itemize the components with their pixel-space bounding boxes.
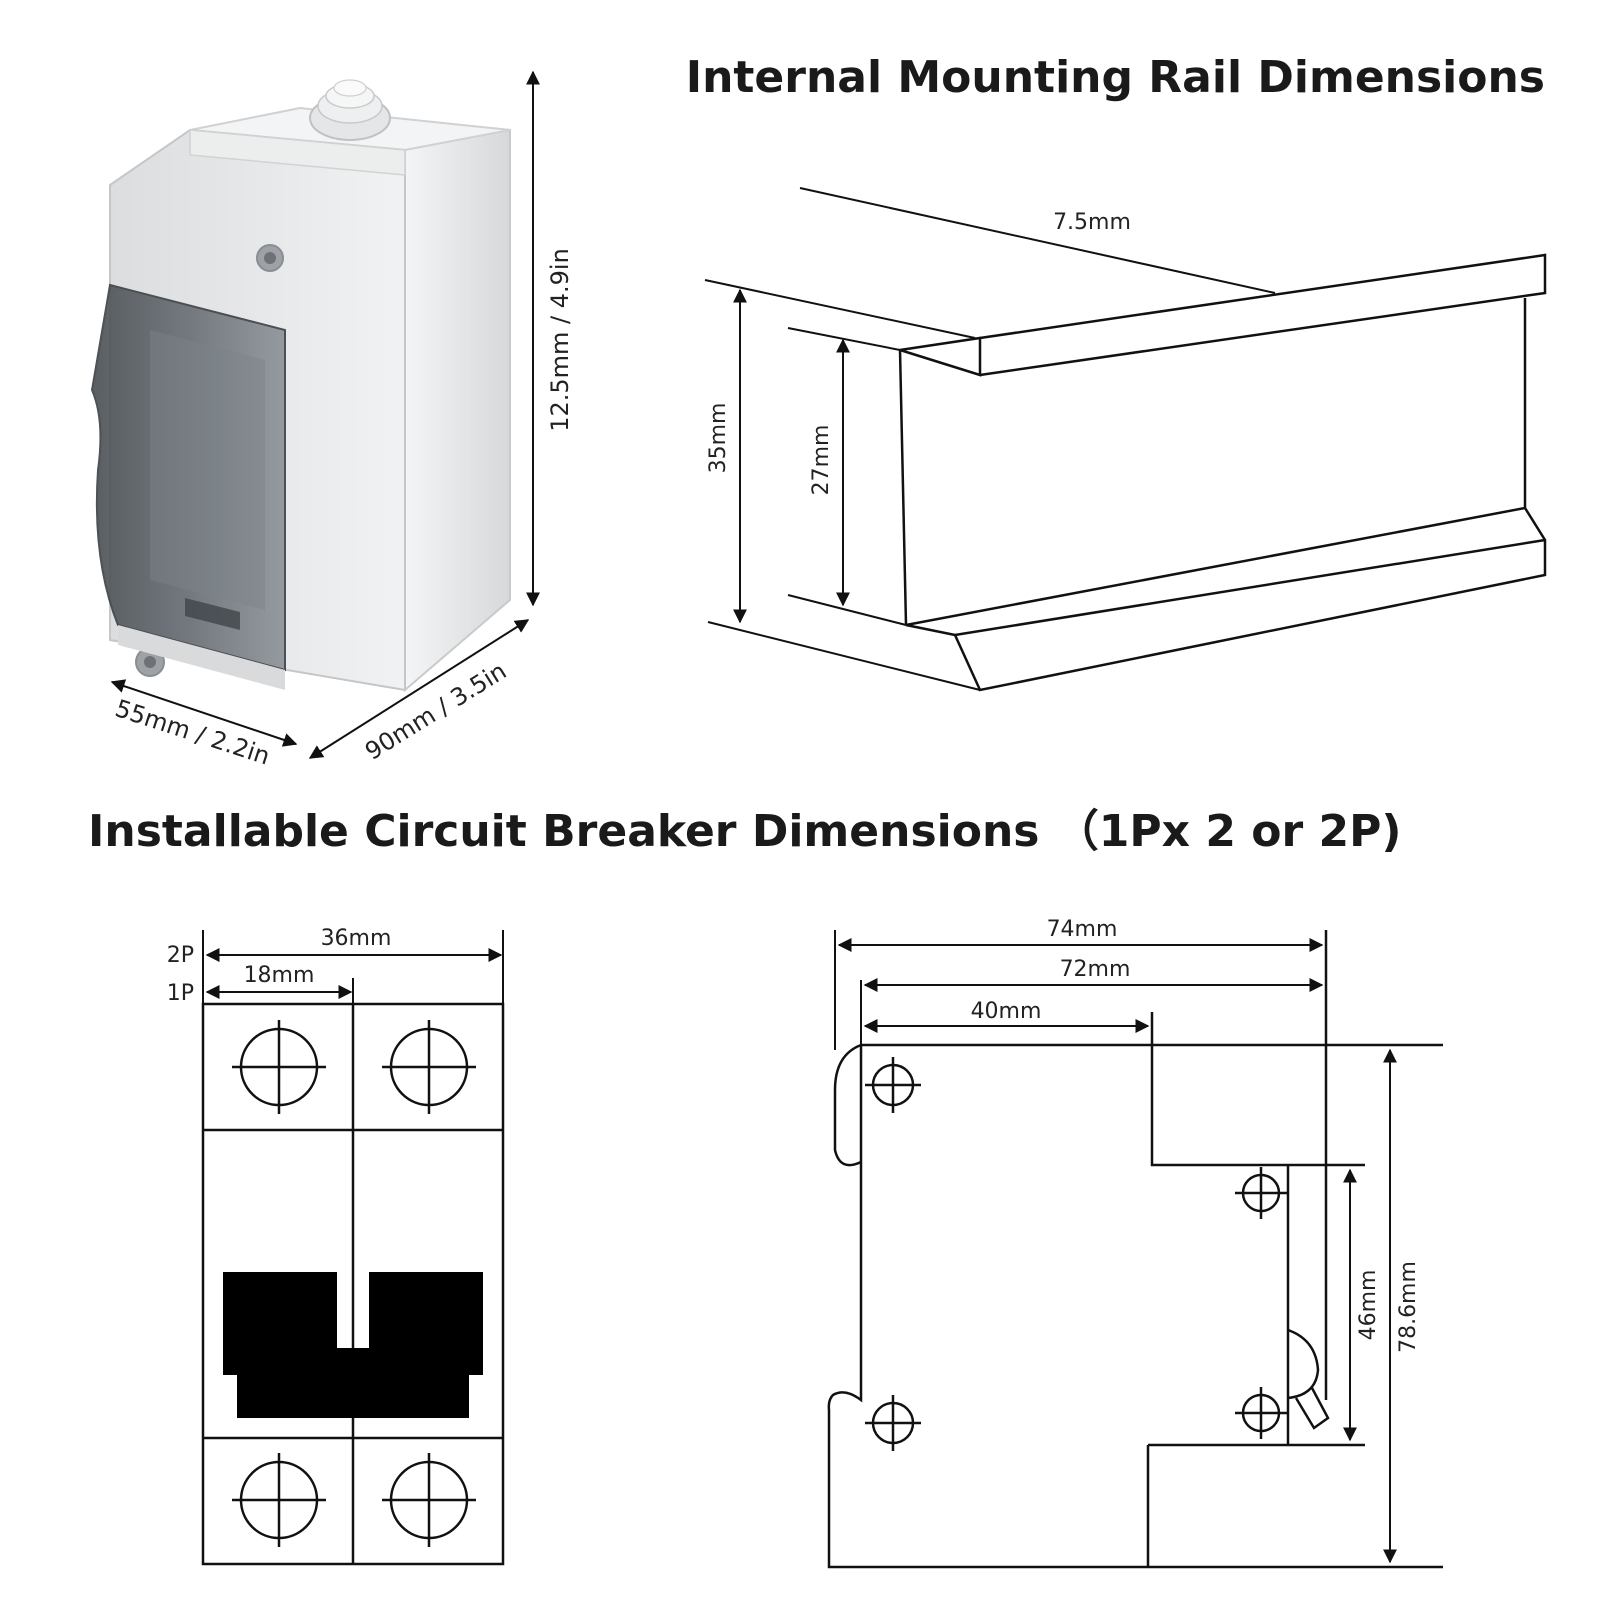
width-2p-label: 36mm bbox=[321, 926, 392, 951]
rail-27mm-label: 27mm bbox=[809, 425, 834, 496]
enclosure-illustration bbox=[90, 79, 511, 693]
side-clip-top bbox=[833, 1043, 862, 1167]
depth-dimension-line bbox=[308, 619, 530, 759]
terminal-icon bbox=[382, 1453, 476, 1547]
rail-bottom-flange-edge bbox=[954, 538, 1546, 637]
terminal-icon bbox=[382, 1020, 476, 1114]
rail-section-title: Internal Mounting Rail Dimensions bbox=[686, 52, 1545, 103]
breaker-section-title: Installable Circuit Breaker Dimensions （… bbox=[88, 806, 1402, 857]
terminal-icon bbox=[1235, 1387, 1287, 1439]
rail-35mm-label: 35mm bbox=[706, 403, 731, 474]
terminal-icon bbox=[232, 1020, 326, 1114]
rail-web-left bbox=[898, 349, 908, 626]
side-toggle bbox=[1287, 1328, 1320, 1400]
width-40mm-label: 40mm bbox=[971, 999, 1042, 1024]
width-dimension-line bbox=[110, 679, 298, 747]
enclosure-side-face bbox=[404, 118, 511, 693]
rail-web-bottom bbox=[905, 506, 1526, 627]
width-1p-label: 18mm bbox=[244, 963, 315, 988]
width-72mm-label: 72mm bbox=[1060, 957, 1131, 982]
din-rail-drawing bbox=[704, 187, 1547, 692]
height-dimension-label: 12.5mm / 4.9in bbox=[546, 248, 574, 432]
label-2p: 2P bbox=[167, 943, 194, 968]
terminal-icon bbox=[865, 1395, 921, 1451]
transparent-window bbox=[90, 283, 286, 672]
side-outline bbox=[827, 1045, 1443, 1569]
terminal-icon bbox=[1235, 1167, 1287, 1219]
toggle-handle bbox=[223, 1272, 483, 1418]
rail-bottom-flange bbox=[905, 507, 1547, 692]
breaker-front-view bbox=[201, 930, 505, 1566]
rail-top-flange bbox=[979, 253, 1547, 377]
breaker-side-view bbox=[827, 930, 1443, 1569]
terminal-icon bbox=[865, 1057, 921, 1113]
rail-top-flange-end bbox=[899, 336, 982, 377]
width-dimension-label: 55mm / 2.2in bbox=[112, 694, 273, 770]
label-1p: 1P bbox=[167, 981, 194, 1006]
height-78.6mm-label: 78.6mm bbox=[1396, 1261, 1421, 1353]
height-46mm-label: 46mm bbox=[1356, 1270, 1381, 1341]
terminal-icon bbox=[232, 1453, 326, 1547]
rail-7.5mm-label: 7.5mm bbox=[1053, 210, 1131, 235]
width-74mm-label: 74mm bbox=[1047, 917, 1118, 942]
